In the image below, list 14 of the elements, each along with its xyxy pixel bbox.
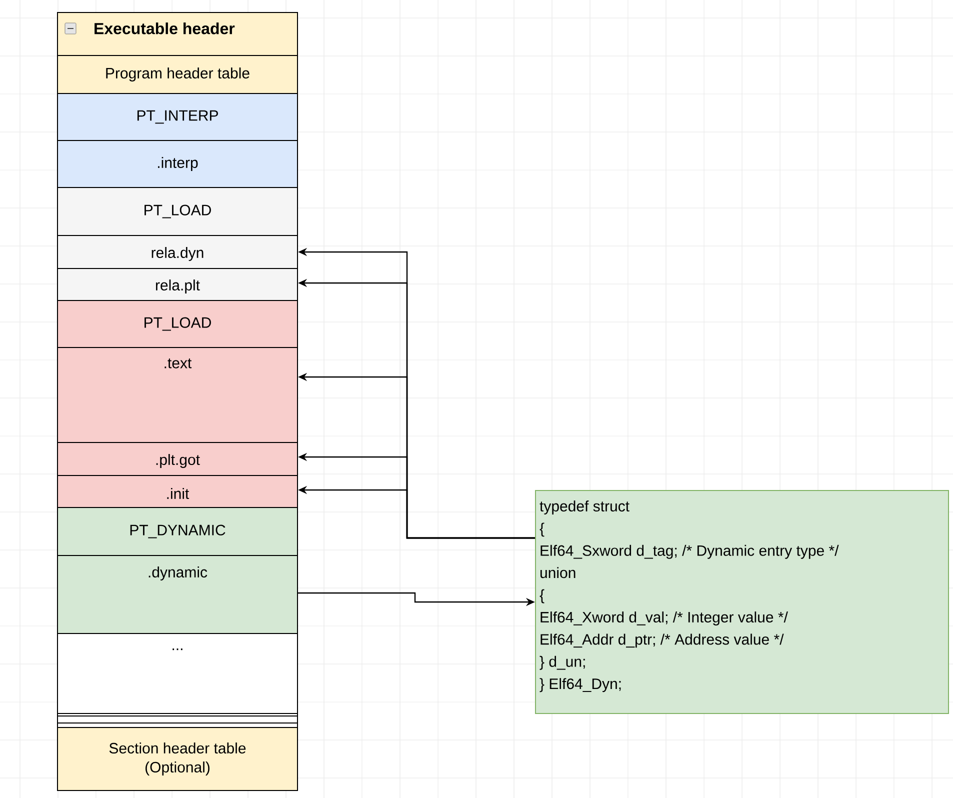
section-row: .interp <box>57 140 298 188</box>
section-row: rela.dyn <box>57 235 298 269</box>
section-row: ... <box>57 633 298 714</box>
table-row: Section header table (Optional) <box>57 727 298 791</box>
segment-row: PT_DYNAMIC <box>57 507 298 556</box>
code-box: typedef struct { Elf64_Sxword d_tag; /* Dynamic entry type */ union { Elf64_Xword d_val; /* Integer value */ Elf64_Addr d_ptr; /* Address value */ } d_un; } Elf64_Dyn; <box>535 490 949 714</box>
section-row: rela.plt <box>57 268 298 301</box>
segment-row: PT_LOAD <box>57 187 298 236</box>
table-row: Program header table <box>57 55 298 94</box>
section-row: .plt.got <box>57 442 298 476</box>
section-row: .dynamic <box>57 555 298 634</box>
segment-row: PT_INTERP <box>57 93 298 141</box>
segment-row: PT_LOAD <box>57 300 298 348</box>
section-row: .init <box>57 475 298 508</box>
